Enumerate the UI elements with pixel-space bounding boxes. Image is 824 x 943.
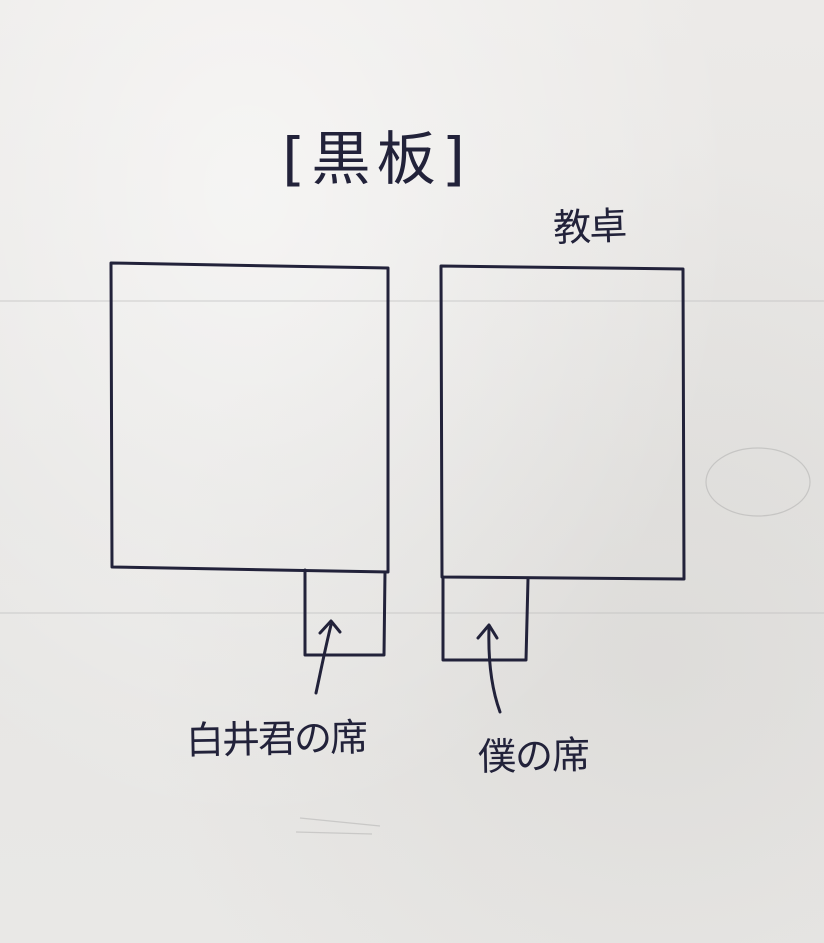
my-seat-arrow-head <box>476 623 499 640</box>
shirai-seat-box <box>303 568 387 657</box>
pencil-mark <box>705 447 811 517</box>
paper-fold <box>0 300 824 302</box>
left-desk-block <box>109 261 390 574</box>
my-seat-arrow <box>487 626 502 714</box>
my-seat-box <box>441 575 530 662</box>
shirai-seat-label: 白井君の席 <box>185 715 367 763</box>
teacher-desk-label: 教卓 <box>552 203 626 251</box>
shirai-seat-arrow <box>314 623 333 695</box>
shirai-seat-arrow-head <box>318 619 342 635</box>
right-desk-block <box>439 264 686 581</box>
my-seat-label: 僕の席 <box>477 733 590 779</box>
pencil-mark <box>295 831 373 835</box>
page-title: [黒板] <box>282 125 472 193</box>
paper-fold <box>0 612 824 614</box>
pencil-mark <box>299 817 381 827</box>
